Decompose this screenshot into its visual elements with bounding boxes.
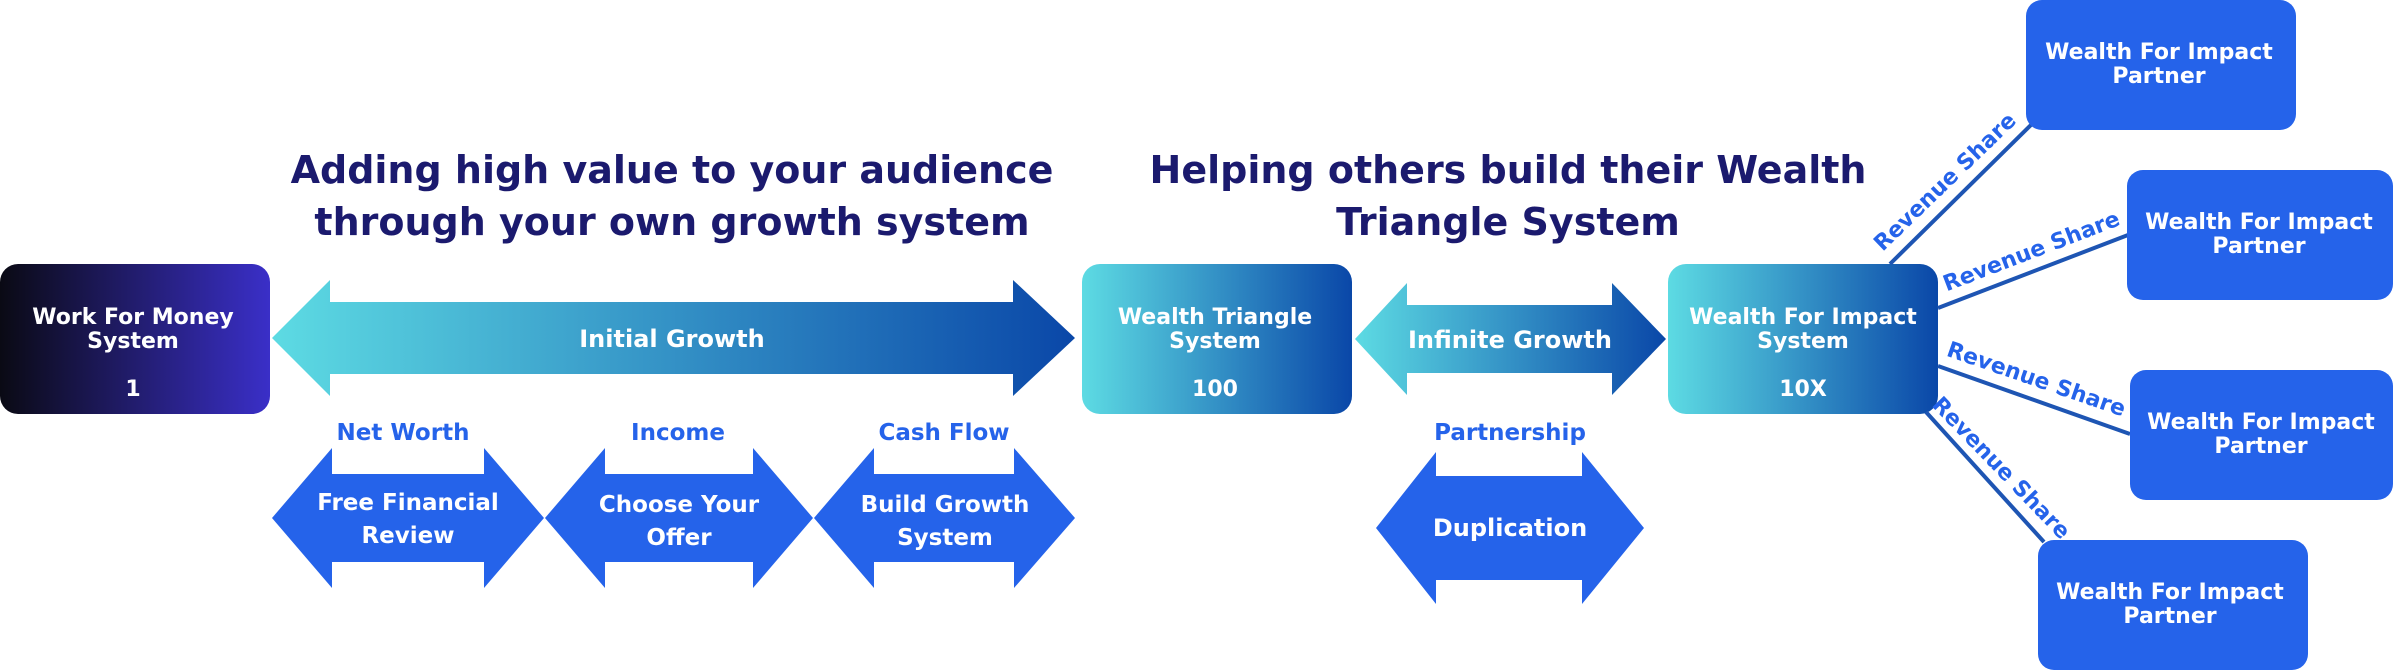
wealth-for-impact-value: 10X (1779, 377, 1827, 402)
duplication-arrow: Duplication (1376, 452, 1644, 604)
revenue-share-label-4: Revenue Share (1927, 392, 2075, 544)
step-choose-your-offer-line-2: Offer (646, 525, 712, 551)
heading-right: Helping others build their Wealth Triang… (1150, 148, 1867, 244)
connector-line-4 (1924, 410, 2046, 544)
partner-2-line-1: Wealth For Impact (2145, 210, 2373, 235)
revenue-share-connectors (1888, 116, 2131, 544)
wealth-triangle-title-1: Wealth Triangle (1118, 305, 1312, 330)
step-free-financial-review: Free Financial Review (272, 448, 544, 588)
heading-left-line-2: through your own growth system (314, 200, 1029, 244)
step-build-growth-system: Build Growth System (814, 448, 1075, 588)
step-choose-your-offer: Choose Your Offer (545, 448, 813, 588)
partner-3-line-2: Partner (2214, 434, 2307, 459)
partner-4-line-1: Wealth For Impact (2056, 580, 2284, 605)
work-for-money-title-2: System (87, 329, 179, 354)
work-for-money-value: 1 (125, 377, 140, 402)
initial-growth-label: Initial Growth (579, 325, 764, 353)
wealth-triangle-value: 100 (1192, 377, 1238, 402)
heading-left: Adding high value to your audience throu… (291, 148, 1054, 244)
heading-right-line-2: Triangle System (1336, 200, 1680, 244)
wealth-for-impact-box: Wealth For Impact System 10X (1668, 264, 1938, 414)
step-build-growth-system-line-1: Build Growth (861, 492, 1030, 518)
partner-box-1: Wealth For Impact Partner (2026, 0, 2296, 130)
step-caption-income: Income (631, 420, 725, 446)
step-free-financial-review-line-2: Review (361, 523, 454, 549)
work-for-money-title-1: Work For Money (32, 305, 233, 330)
partner-1-line-1: Wealth For Impact (2045, 40, 2273, 65)
step-caption-net-worth: Net Worth (337, 420, 470, 446)
partner-box-3: Wealth For Impact Partner (2130, 370, 2393, 500)
wealth-triangle-title-2: System (1169, 329, 1261, 354)
heading-right-line-1: Helping others build their Wealth (1150, 148, 1867, 192)
revenue-share-label-2: Revenue Share (1940, 207, 2124, 297)
infinite-growth-label: Infinite Growth (1408, 326, 1612, 354)
step-free-financial-review-line-1: Free Financial (317, 490, 499, 516)
infinite-growth-arrow: Infinite Growth (1355, 283, 1666, 395)
work-for-money-box: Work For Money System 1 (0, 264, 270, 414)
connector-line-2 (1937, 233, 2129, 310)
partner-4-line-2: Partner (2123, 604, 2216, 629)
partner-2-line-2: Partner (2212, 234, 2305, 259)
initial-growth-arrow: Initial Growth (272, 280, 1075, 396)
duplication-caption: Partnership (1434, 420, 1586, 446)
step-choose-your-offer-line-1: Choose Your (599, 492, 760, 518)
wealth-for-impact-title-1: Wealth For Impact (1689, 305, 1917, 330)
partner-3-line-1: Wealth For Impact (2147, 410, 2375, 435)
connector-line-3 (1937, 364, 2131, 436)
connector-line-1 (1888, 116, 2040, 266)
duplication-label: Duplication (1433, 514, 1587, 542)
partner-1-line-2: Partner (2112, 64, 2205, 89)
step-build-growth-system-line-2: System (897, 525, 993, 551)
heading-left-line-1: Adding high value to your audience (291, 148, 1054, 192)
revenue-share-label-1: Revenue Share (1869, 108, 2021, 256)
partner-box-2: Wealth For Impact Partner (2127, 170, 2393, 300)
wealth-for-impact-title-2: System (1757, 329, 1849, 354)
wealth-triangle-box: Wealth Triangle System 100 (1082, 264, 1352, 414)
step-caption-cash-flow: Cash Flow (878, 420, 1009, 446)
partner-box-4: Wealth For Impact Partner (2038, 540, 2308, 670)
